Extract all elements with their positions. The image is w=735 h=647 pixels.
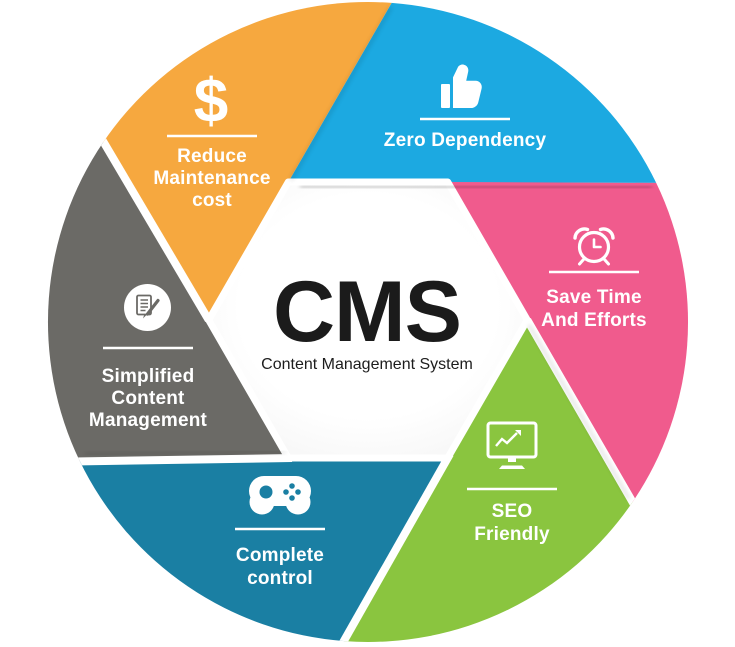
edge-shadows: [84, 5, 653, 500]
dollar-icon: $: [194, 67, 228, 136]
segment-save-time: Save Time And Efforts: [541, 227, 647, 331]
segment-seo-friendly: SEO Friendly: [467, 421, 557, 545]
segment-label: cost: [192, 190, 232, 211]
segment-label: Management: [89, 410, 208, 431]
segment-simplified-content: Simplified Content Management: [89, 284, 208, 431]
segment-complete-control: Complete control: [235, 476, 325, 589]
segment-label: Friendly: [474, 524, 550, 545]
segment-label: And Efforts: [541, 310, 647, 331]
monitor-chart-icon: [486, 421, 538, 469]
segment-label: Zero Dependency: [384, 130, 547, 151]
segment-label: Content: [111, 388, 185, 409]
segment-label: SEO: [492, 501, 533, 522]
segment-zero-dependency: Zero Dependency: [384, 64, 547, 151]
page-subtitle: Content Management System: [261, 356, 473, 373]
page-title: CMS: [273, 264, 461, 360]
segment-label: Save Time: [546, 287, 641, 308]
segment-save-time-shape: [447, 182, 689, 502]
segment-label: Complete: [236, 545, 324, 566]
segment-reduce-cost: $ Reduce Maintenance cost: [153, 67, 270, 211]
center-hexagon: [205, 178, 531, 462]
segment-label: control: [247, 568, 313, 589]
alarm-clock-icon: [573, 227, 615, 266]
segment-reduce-cost-shape: [103, 2, 392, 320]
game-controller-icon: [249, 476, 311, 515]
thumbs-up-icon: [441, 64, 482, 108]
segment-label: Simplified: [102, 366, 195, 387]
segment-seo-friendly-shape: [344, 320, 633, 642]
segment-label: Maintenance: [153, 168, 270, 189]
document-edit-icon: [124, 284, 171, 331]
segment-complete-control-shape: [79, 458, 448, 642]
segment-label: Reduce: [177, 146, 247, 167]
